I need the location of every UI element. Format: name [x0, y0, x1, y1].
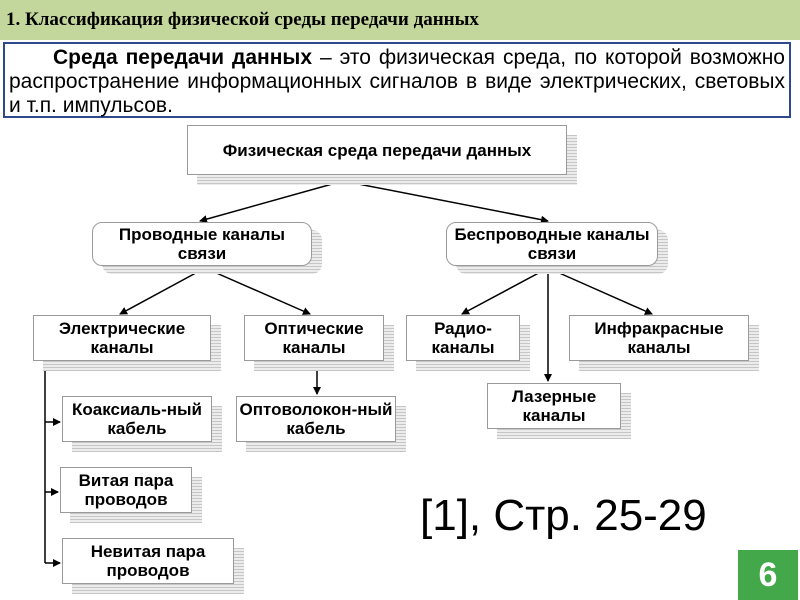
infrared-node: Инфракрасные каналы — [569, 315, 749, 361]
electric-node: Электрические каналы — [33, 315, 211, 361]
reference-citation: [1], Стр. 25-29 — [420, 491, 707, 540]
definition-paragraph: Среда передачи данных – это физическая с… — [9, 46, 785, 118]
coaxial-node: Коаксиаль-ный кабель — [62, 396, 212, 442]
untwisted-pair-node: Невитая пара проводов — [62, 538, 234, 584]
laser-node: Лазерные каналы — [487, 383, 621, 429]
title-bar: 1. Классификация физической среды переда… — [0, 0, 800, 40]
wireless-node: Беспроводные каналы связи — [446, 222, 658, 266]
arrow-wired-to-optical — [204, 267, 311, 315]
optical-node: Оптические каналы — [244, 315, 384, 361]
slide-title: 1. Классификация физической среды переда… — [6, 9, 479, 30]
root-node: Физическая среда передачи данных — [187, 125, 567, 175]
definition-box: Среда передачи данных – это физическая с… — [3, 42, 791, 118]
definition-body: – это физическая среда, по которой возмо… — [9, 46, 785, 117]
arrow-root-to-wired — [199, 180, 344, 223]
page-number-badge: 6 — [738, 550, 798, 600]
radio-node: Радио-каналы — [406, 315, 520, 361]
arrow-wireless-to-infrared — [547, 267, 653, 315]
wired-node: Проводные каналы связи — [92, 222, 312, 266]
definition-term: Среда передачи данных — [53, 46, 313, 69]
fiber-node: Оптоволокон-ный кабель — [236, 396, 396, 442]
twisted-pair-node: Витая пара проводов — [60, 467, 192, 513]
arrow-root-to-wireless — [342, 180, 549, 224]
arrow-wired-to-electric — [119, 267, 206, 315]
arrow-wireless-to-radio — [461, 267, 549, 315]
